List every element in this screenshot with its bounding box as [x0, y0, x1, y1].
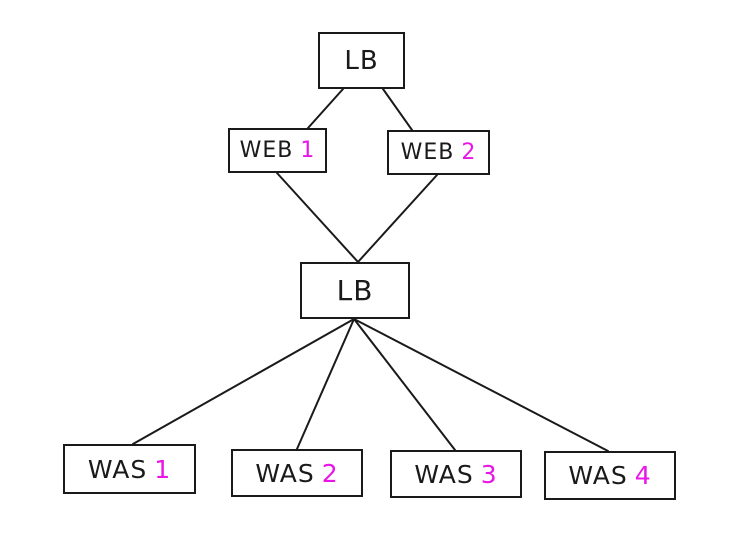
- edge-lb-mid-to-was-4: [353, 318, 609, 452]
- edge-lb-top-to-web-1: [307, 88, 344, 129]
- node-label: WAS: [568, 461, 628, 490]
- node-label: WEB: [239, 138, 294, 163]
- node-label: WEB: [400, 140, 455, 165]
- node-number: 1: [300, 138, 316, 163]
- edge-lb-mid-to-was-3: [353, 318, 456, 451]
- node-label: WAS: [255, 458, 315, 488]
- edge-lb-mid-to-was-1: [132, 318, 355, 445]
- node-was-1: WAS 1: [63, 444, 196, 494]
- node-label: WAS: [414, 459, 474, 489]
- node-number: 4: [634, 461, 652, 490]
- node-lb-mid: LB: [300, 262, 410, 319]
- node-web-1: WEB 1: [228, 128, 327, 173]
- node-number: 2: [321, 458, 339, 488]
- edge-web-2-to-lb-mid: [357, 174, 438, 263]
- node-label: LB: [336, 274, 374, 307]
- node-number: 1: [154, 454, 172, 484]
- edge-lb-top-to-web-2: [382, 88, 413, 131]
- node-number: 3: [480, 459, 498, 489]
- node-label: WAS: [87, 454, 148, 484]
- node-web-2: WEB 2: [387, 130, 490, 175]
- node-was-4: WAS 4: [544, 451, 676, 500]
- edge-web-1-to-lb-mid: [276, 172, 359, 263]
- node-number: 2: [461, 140, 477, 165]
- node-was-3: WAS 3: [390, 450, 522, 498]
- node-lb-top: LB: [318, 32, 405, 89]
- edge-lb-mid-to-was-2: [296, 318, 355, 450]
- node-label: LB: [344, 45, 379, 76]
- node-was-2: WAS 2: [231, 449, 363, 497]
